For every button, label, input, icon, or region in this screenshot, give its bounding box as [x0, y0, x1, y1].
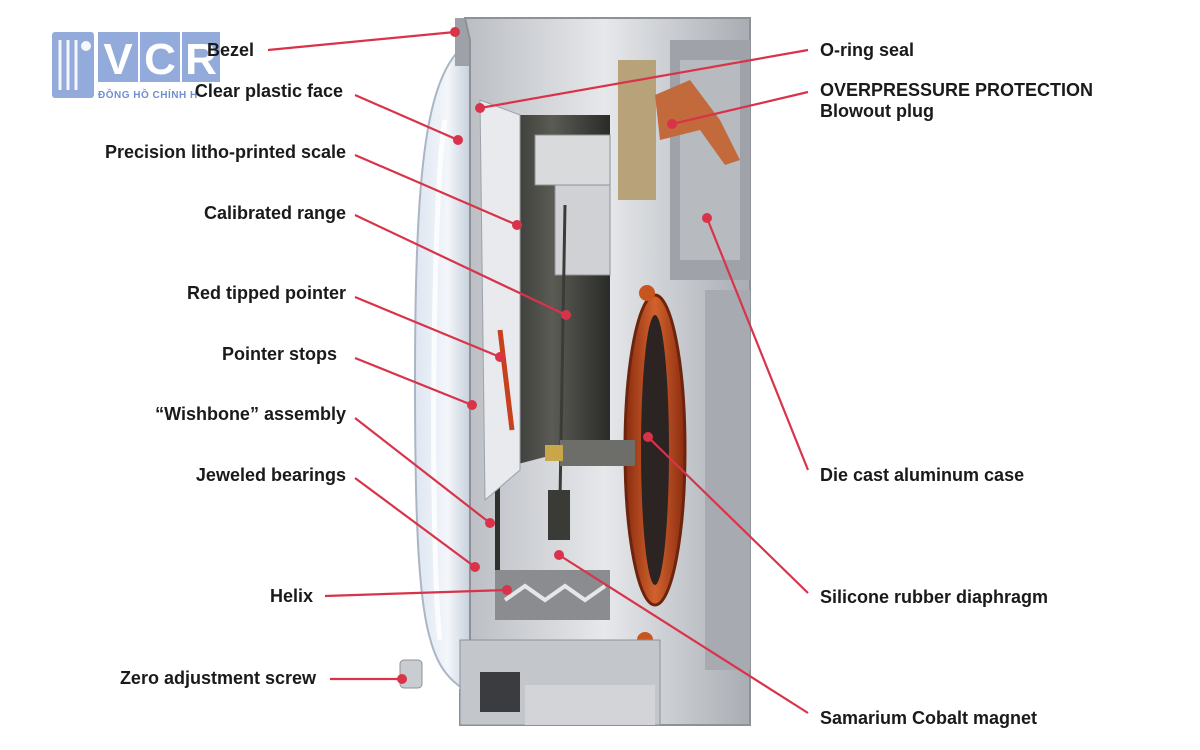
- label-jeweled-bearings: Jeweled bearings: [196, 465, 346, 485]
- clear-plastic-face-shape: [413, 37, 471, 691]
- logo-letter-v: V: [103, 35, 133, 84]
- label-clear-plastic-face: Clear plastic face: [195, 81, 343, 101]
- gauge-illustration: [399, 17, 751, 726]
- vcr-logo: V C R ĐỒNG HỒ CHÍNH H: [52, 32, 220, 101]
- left-labels: Bezel Clear plastic face Precision litho…: [105, 40, 346, 688]
- logo-subtitle: ĐỒNG HỒ CHÍNH H: [98, 88, 198, 101]
- label-precision-scale: Precision litho-printed scale: [105, 142, 346, 162]
- label-overpressure-protection: OVERPRESSURE PROTECTION: [820, 80, 1093, 100]
- label-helix: Helix: [270, 586, 313, 606]
- label-silicone-diaphragm: Silicone rubber diaphragm: [820, 587, 1048, 607]
- label-zero-adjustment-screw: Zero adjustment screw: [120, 668, 317, 688]
- label-red-tipped-pointer: Red tipped pointer: [187, 283, 346, 303]
- label-bezel: Bezel: [207, 40, 254, 60]
- right-labels: O-ring seal OVERPRESSURE PROTECTION Blow…: [820, 40, 1093, 728]
- leader-lines: [267, 30, 810, 714]
- logo-letter-c: C: [144, 35, 176, 84]
- label-wishbone-assembly: “Wishbone” assembly: [155, 404, 346, 424]
- label-oring-seal: O-ring seal: [820, 40, 914, 60]
- logo-letter-r: R: [185, 35, 217, 84]
- label-pointer-stops: Pointer stops: [222, 344, 337, 364]
- label-samarium-magnet: Samarium Cobalt magnet: [820, 708, 1037, 728]
- label-blowout-plug: Blowout plug: [820, 101, 934, 121]
- label-die-cast-case: Die cast aluminum case: [820, 465, 1024, 485]
- leader-dots: [397, 27, 712, 684]
- label-calibrated-range: Calibrated range: [204, 203, 346, 223]
